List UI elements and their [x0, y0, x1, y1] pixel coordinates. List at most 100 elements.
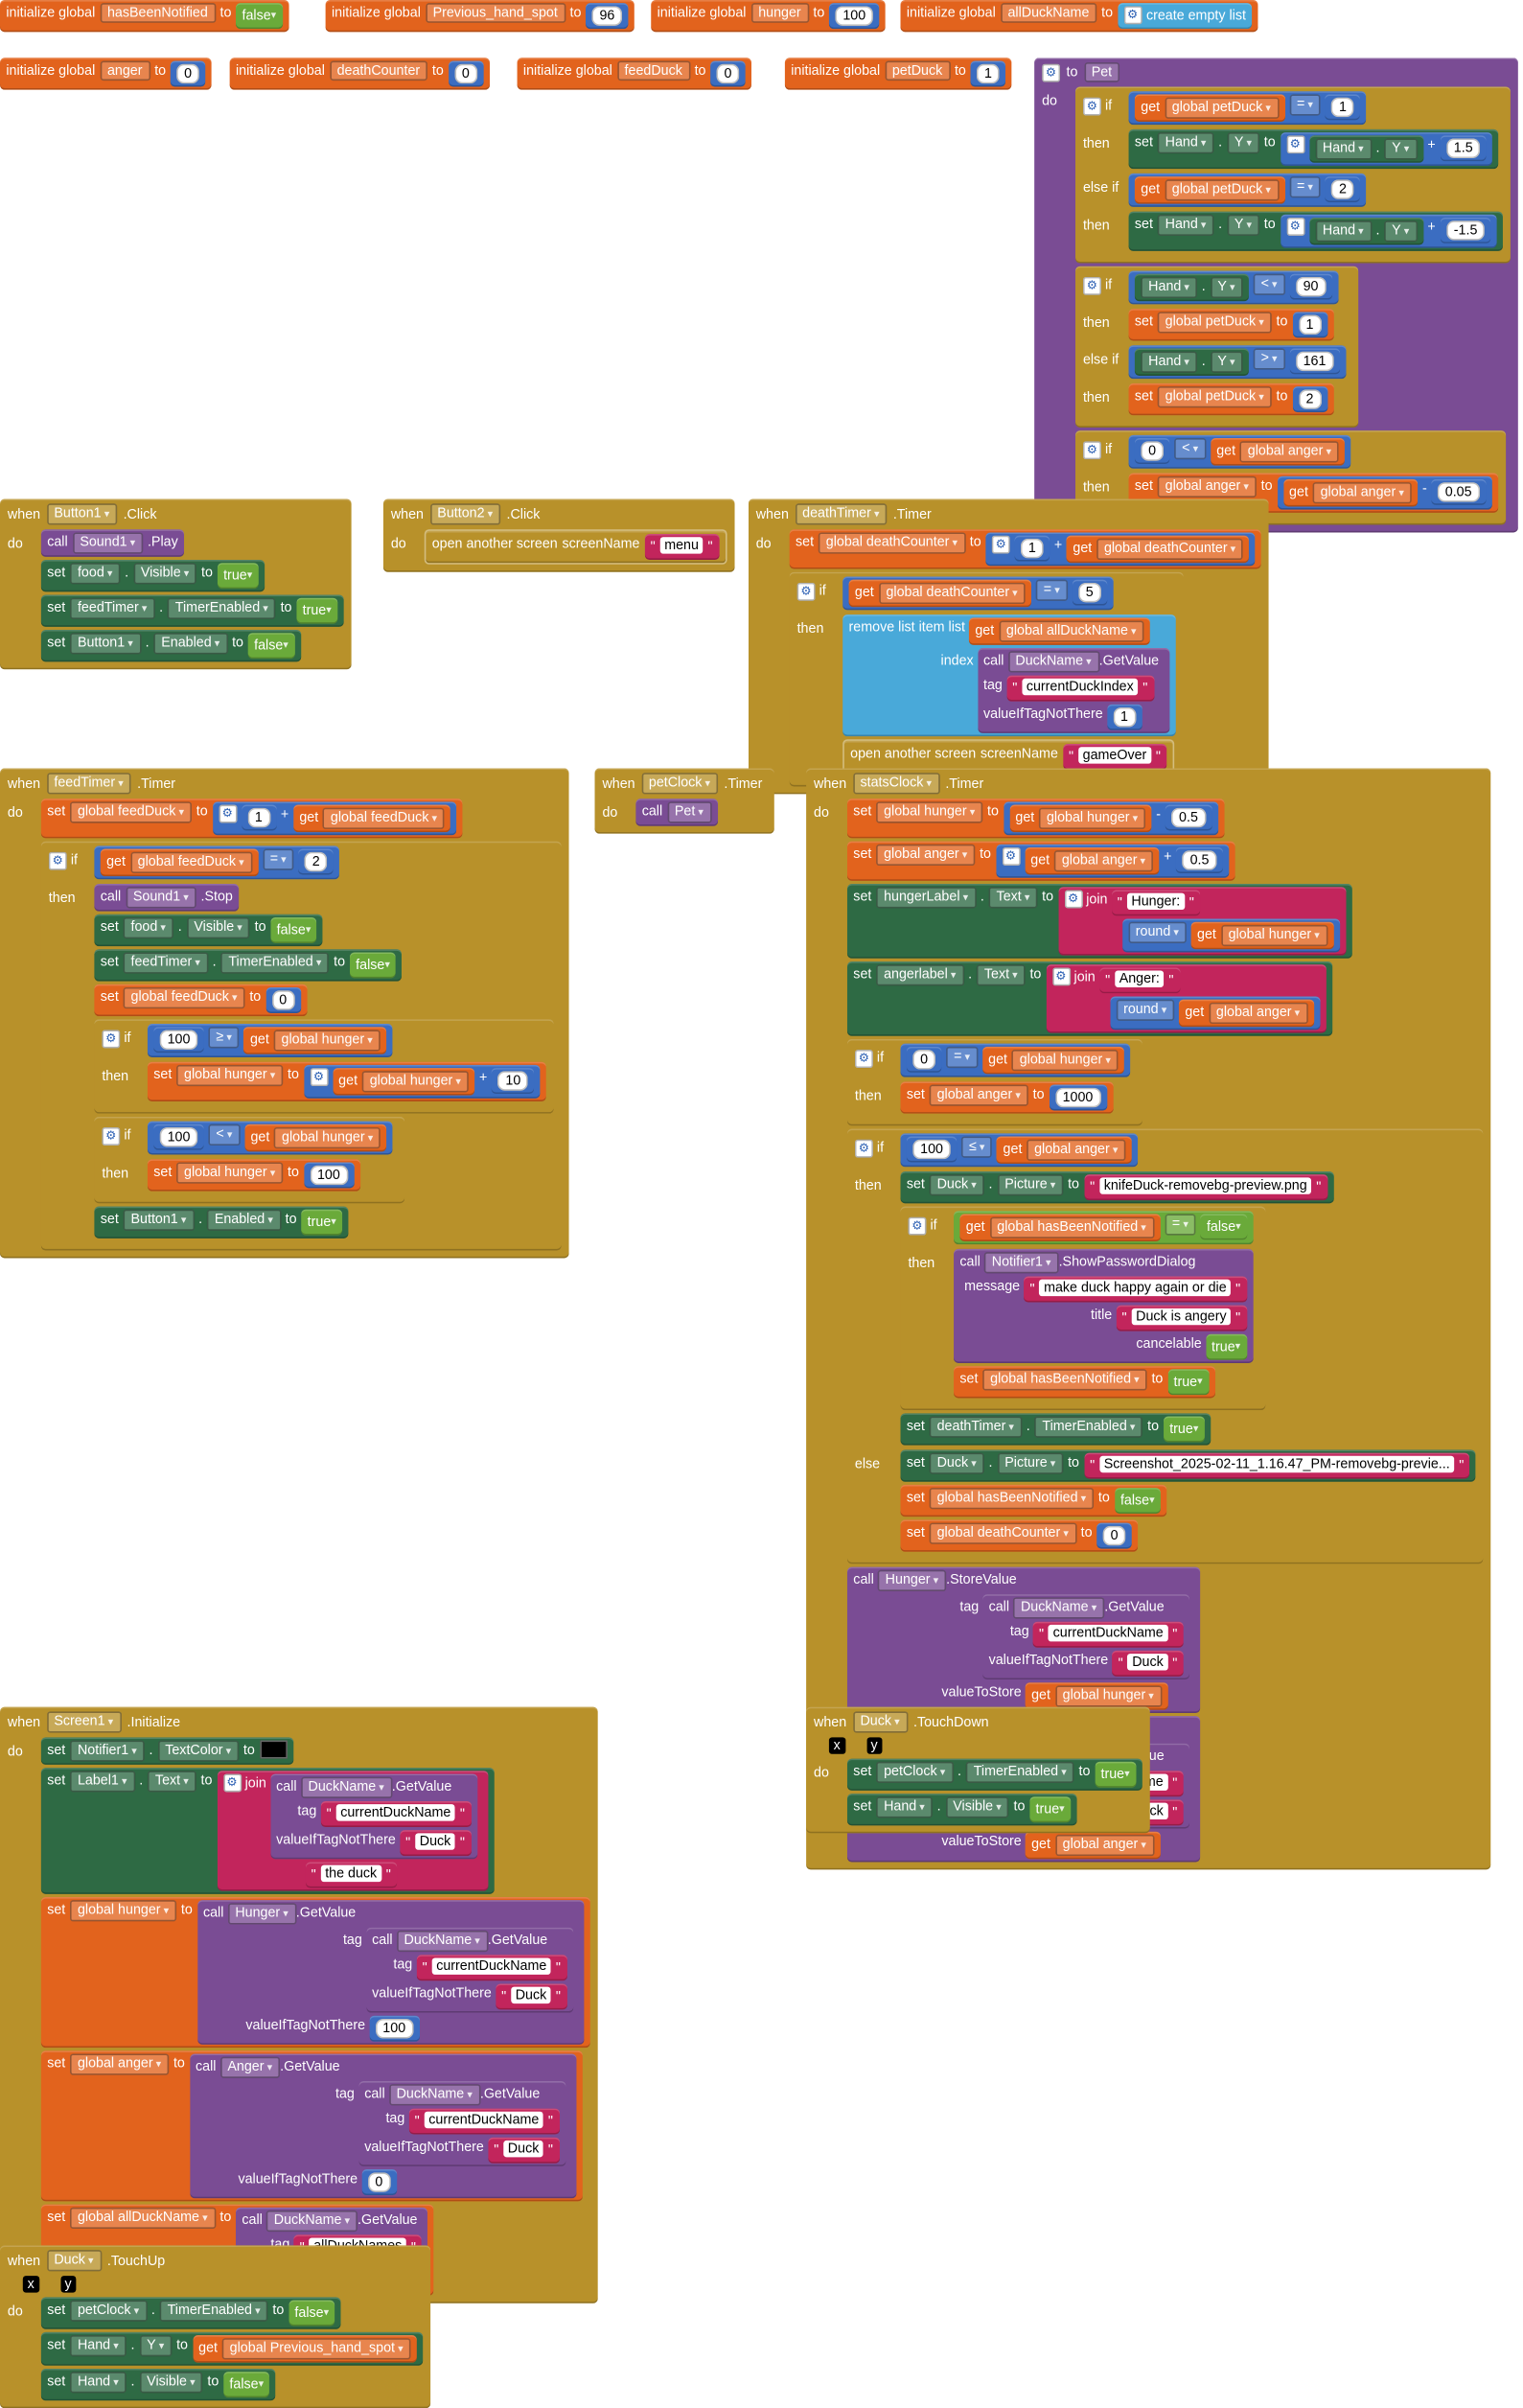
math-block[interactable]: 1 — [970, 60, 1006, 87]
dropdown-field[interactable]: Duck — [46, 2250, 102, 2272]
dropdown-field[interactable]: Hand — [70, 2335, 127, 2357]
dropdown-field[interactable]: global anger — [929, 1084, 1028, 1106]
number-field[interactable]: 100 — [912, 1139, 951, 1160]
math-block[interactable]: 2 — [1292, 386, 1327, 413]
gear-icon[interactable]: ⚙ — [48, 851, 67, 870]
dropdown-field[interactable]: Button1 — [46, 503, 118, 525]
logic-block[interactable]: false — [247, 633, 295, 660]
dropdown-field[interactable]: Pet — [666, 801, 711, 823]
gear-icon[interactable]: ⚙ — [1285, 217, 1304, 236]
dropdown-field[interactable]: Enabled — [206, 1209, 281, 1231]
dropdown-field[interactable]: global anger — [1027, 1139, 1126, 1161]
text-block[interactable]: "gameOver" — [1062, 744, 1167, 771]
dropdown-field[interactable]: Enabled — [153, 633, 228, 655]
dropdown-field[interactable]: global hasBeenNotified — [989, 1216, 1154, 1239]
dropdown-field[interactable]: petClock — [640, 773, 719, 795]
text-block[interactable]: "currentDuckName" — [320, 1801, 472, 1827]
math-block[interactable]: 5 — [1072, 579, 1108, 606]
text-field[interactable]: Hunger: — [1126, 892, 1186, 911]
dropdown-field[interactable]: deathCounter — [329, 60, 428, 81]
component-setter-block[interactable]: Hand.Y — [1134, 348, 1249, 376]
gear-icon[interactable]: ⚙ — [1082, 276, 1101, 295]
math-block[interactable]: 0.5 — [1165, 804, 1212, 831]
dropdown-field[interactable]: global deathCounter — [929, 1522, 1076, 1544]
number-field[interactable]: 0 — [716, 63, 740, 84]
number-field[interactable]: 1.5 — [1445, 138, 1481, 159]
number-field[interactable]: 1 — [977, 63, 1000, 84]
text-field[interactable]: gameOver — [1077, 747, 1152, 764]
number-field[interactable]: 96 — [591, 6, 623, 26]
logic-block[interactable]: true — [1095, 1761, 1137, 1788]
variable-block[interactable]: initialize global petDuck to 1 — [784, 58, 1012, 90]
dropdown-field[interactable]: Hand — [70, 2372, 127, 2394]
variable-block[interactable]: initialize global allDuckName to ⚙create… — [900, 0, 1258, 33]
text-field[interactable]: Anger: — [1114, 970, 1165, 987]
dropdown-field[interactable]: Text — [976, 964, 1026, 986]
dropdown-field[interactable]: global hunger — [70, 1900, 177, 1922]
math-block[interactable]: 100 — [153, 1027, 204, 1054]
math-block[interactable]: 0.05 — [1431, 478, 1486, 505]
math-block[interactable]: 1 — [1014, 535, 1050, 562]
dropdown-field[interactable]: round — [1127, 921, 1187, 943]
dropdown-field[interactable]: global petDuck — [1157, 312, 1272, 334]
dropdown-field[interactable]: TimerEnabled — [965, 1761, 1074, 1783]
dropdown-field[interactable]: global anger — [1239, 441, 1340, 463]
dropdown-field[interactable]: Button1 — [70, 633, 141, 655]
math-block[interactable]: 2 — [1325, 176, 1361, 203]
gear-icon[interactable]: ⚙ — [1042, 62, 1061, 81]
number-field[interactable]: 0 — [453, 63, 477, 84]
variable-block[interactable]: initialize global feedDuck to 0 — [517, 58, 752, 90]
dropdown-field[interactable]: Picture — [997, 1174, 1064, 1196]
gear-icon[interactable]: ⚙ — [1285, 135, 1304, 154]
dropdown-field[interactable]: global hunger — [176, 1064, 284, 1087]
dropdown-field[interactable]: feedDuck — [616, 60, 690, 81]
text-field[interactable]: Duck — [1127, 1654, 1168, 1671]
math-block[interactable]: 10 — [492, 1068, 535, 1095]
gear-icon[interactable]: ⚙ — [1082, 441, 1101, 460]
dropdown-field[interactable]: global allDuckName — [70, 2207, 216, 2229]
gear-icon[interactable]: ⚙ — [854, 1050, 873, 1069]
false-block[interactable]: false — [236, 3, 283, 30]
dropdown-field[interactable]: global hunger — [1011, 1050, 1119, 1072]
dropdown-field[interactable]: TextColor — [157, 1740, 240, 1762]
gear-icon[interactable]: ⚙ — [854, 1139, 873, 1158]
math-block[interactable]: 0 — [170, 60, 206, 87]
text-field[interactable]: make duck happy again or die — [1039, 1279, 1232, 1297]
dropdown-field[interactable]: global anger — [876, 844, 976, 867]
number-field[interactable]: 2 — [1331, 179, 1354, 199]
dropdown-field[interactable]: Hand — [876, 1796, 933, 1818]
init-previous-hand-spot-block[interactable]: initialize global Previous_hand_spot to … — [325, 0, 635, 33]
text-block[interactable]: "Anger: " — [1098, 967, 1180, 994]
gear-icon[interactable]: ⚙ — [102, 1126, 121, 1146]
dropdown-field[interactable]: petClock — [70, 2300, 148, 2322]
math-block[interactable]: Hand.Y<90 — [1128, 270, 1339, 305]
text-field[interactable]: the duck — [320, 1864, 381, 1883]
component-setter-block[interactable]: Hand.Y — [1308, 217, 1423, 245]
dropdown-field[interactable]: Hand — [1314, 220, 1372, 243]
init-hasBeenNotified-block[interactable]: initialize global hasBeenNotified to fal… — [0, 0, 288, 33]
